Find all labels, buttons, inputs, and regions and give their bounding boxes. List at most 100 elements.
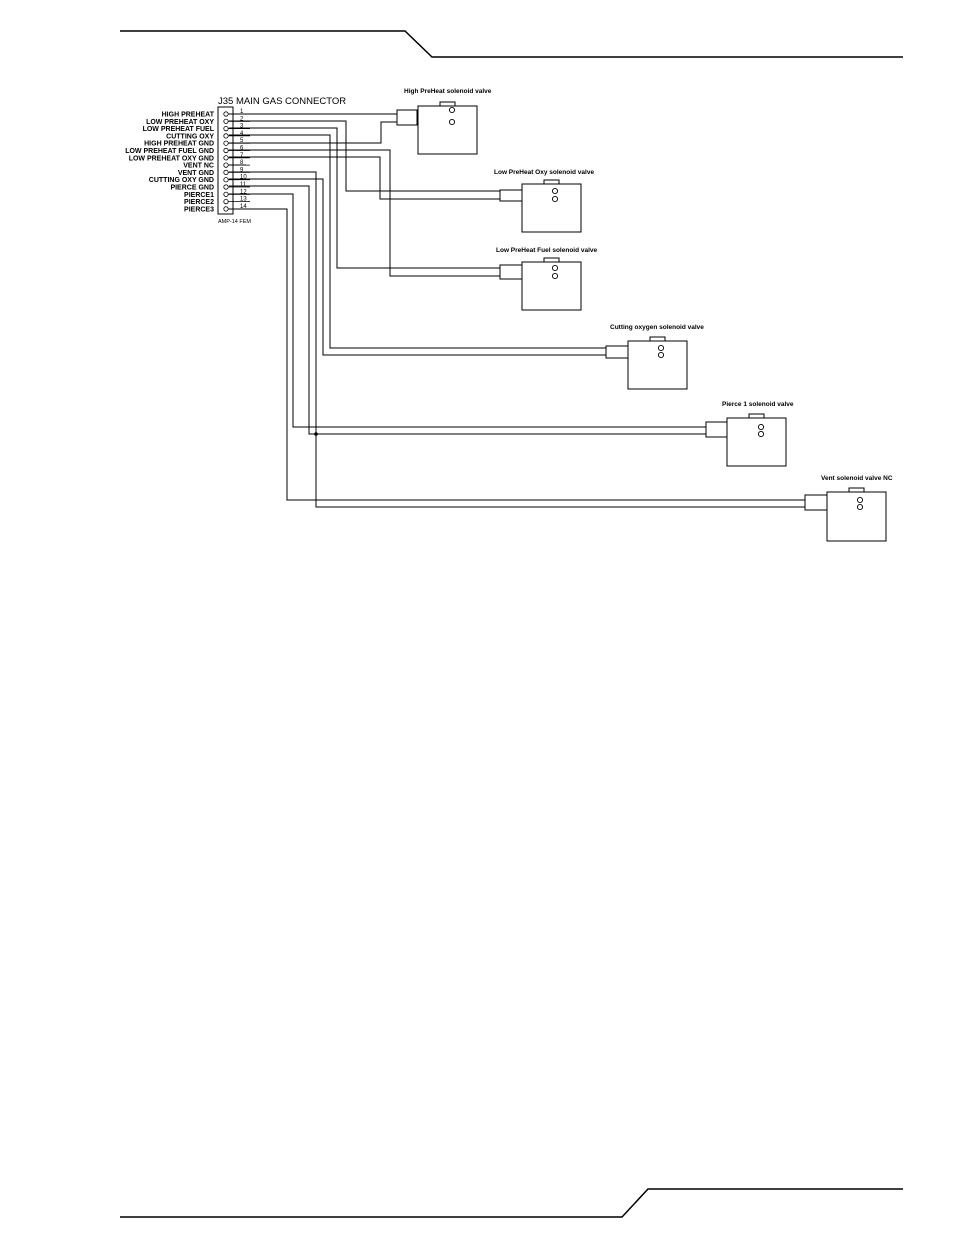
wire-pin12 — [229, 193, 760, 428]
pin-number: 6 — [240, 146, 244, 152]
pin-number: 11 — [240, 182, 247, 188]
pin-number: 7 — [240, 153, 244, 159]
valve-body — [417, 105, 478, 155]
valve-terminal — [757, 423, 765, 431]
pin-label: CUTTING OXY — [166, 133, 214, 140]
valve-title: Vent solenoid valve NC — [821, 475, 893, 482]
valve-body — [726, 417, 787, 467]
plug-low-preheat-fuel — [499, 264, 523, 280]
valve-body — [627, 340, 688, 390]
pin-label: PIERCE2 — [184, 199, 214, 206]
pin-label: LOW PREHEAT OXY — [146, 119, 214, 126]
pin-number: 12 — [240, 189, 247, 195]
pin-terminal — [223, 191, 229, 197]
pin-label: VENT GND — [178, 170, 214, 177]
pin-number: 10 — [240, 175, 247, 181]
pin-terminal — [223, 126, 229, 132]
plug-vent — [804, 494, 828, 511]
plug-pierce-1 — [705, 421, 729, 438]
wires — [229, 109, 859, 511]
connector-type: AMP-14 FEM — [218, 219, 251, 225]
pin-terminal — [223, 140, 229, 146]
pin-label: LOW PREHEAT FUEL — [143, 126, 215, 133]
pin-number: 14 — [240, 204, 247, 210]
pin-terminal — [223, 162, 229, 168]
pin-label: PIERCE1 — [184, 192, 214, 199]
pin-label: HIGH PREHEAT — [162, 112, 215, 119]
plug-low-preheat-oxy — [499, 189, 523, 202]
pin-terminal — [223, 177, 229, 183]
valve-terminal — [657, 344, 665, 352]
valve-body — [521, 261, 582, 311]
valve-title: Low PreHeat Oxy solenoid valve — [494, 169, 594, 176]
pin-label: PIERCE3 — [184, 206, 214, 213]
plug-high-preheat — [396, 109, 418, 126]
pin-terminal — [223, 169, 229, 175]
pin-number: 5 — [240, 138, 244, 144]
valve-title: Cutting oxygen solenoid valve — [610, 324, 704, 331]
solenoid-valve: Pierce 1 solenoid valve — [722, 401, 794, 467]
solenoid-valve: Low PreHeat Fuel solenoid valve — [496, 247, 598, 311]
valve-terminal — [551, 264, 559, 272]
wire-pin4 — [229, 134, 660, 349]
valve-body — [826, 491, 887, 542]
pin-label: PIERCE GND — [170, 185, 214, 192]
pin-label: HIGH PREHEAT GND — [144, 141, 214, 148]
valve-terminal — [551, 195, 559, 203]
valve-body — [521, 183, 582, 233]
pin-terminal — [223, 118, 229, 124]
pin-terminal — [223, 184, 229, 190]
wire-pin9 — [229, 171, 859, 508]
valve-tab — [439, 101, 456, 107]
pin-label: LOW PREHEAT FUEL GND — [125, 148, 214, 155]
pin-label: LOW PREHEAT OXY GND — [129, 155, 214, 162]
pin-label: VENT NC — [183, 163, 214, 170]
valve-terminal — [448, 106, 456, 114]
valve-tab — [543, 257, 560, 263]
connector-title: J35 MAIN GAS CONNECTOR — [218, 96, 346, 107]
valve-terminal — [448, 118, 456, 126]
plug-cutting-oxygen — [605, 345, 629, 359]
pin-terminal — [223, 111, 229, 117]
valve-terminal — [856, 496, 864, 504]
pin-number: 3 — [240, 124, 244, 130]
valve-title: Low PreHeat Fuel solenoid valve — [496, 247, 598, 254]
solenoid-valve: Low PreHeat Oxy solenoid valve — [494, 169, 594, 233]
wire-pin10 — [229, 178, 660, 356]
pin-label: CUTTING OXY GND — [149, 177, 214, 184]
solenoid-valve: Vent solenoid valve NC — [821, 475, 893, 542]
wire-pin6 — [229, 149, 554, 277]
wire-pin3 — [229, 127, 554, 269]
pin-number: 8 — [240, 160, 244, 166]
valve-terminal — [757, 430, 765, 438]
valve-terminal — [657, 351, 665, 359]
pin-number: 9 — [240, 167, 244, 173]
pin-terminal — [223, 147, 229, 154]
solenoid-valve: Cutting oxygen solenoid valve — [610, 324, 704, 390]
valve-tab — [748, 413, 765, 419]
solenoid-valve: High PreHeat solenoid valve — [404, 88, 492, 155]
valve-title: High PreHeat solenoid valve — [404, 88, 492, 95]
pin-number: 4 — [240, 131, 244, 137]
valve-terminal — [551, 272, 559, 280]
wire-pin7 — [229, 156, 554, 200]
bottom-frame-line — [120, 1188, 903, 1218]
pin-number: 1 — [240, 109, 244, 115]
valve-terminal — [551, 187, 559, 195]
wire-pin14 — [229, 208, 859, 501]
pin-terminal — [223, 133, 229, 139]
top-frame-line — [120, 30, 903, 58]
valve-title: Pierce 1 solenoid valve — [722, 401, 794, 408]
pin-terminal — [223, 155, 229, 161]
valve-tab — [848, 487, 865, 493]
wire-pin2 — [229, 120, 554, 192]
valve-tab — [649, 336, 666, 342]
pin-number: 2 — [240, 116, 244, 122]
pin-number: 13 — [240, 197, 247, 203]
pin-terminal — [223, 206, 229, 212]
valve-terminal — [856, 503, 864, 511]
wire-pin11 — [229, 185, 760, 435]
